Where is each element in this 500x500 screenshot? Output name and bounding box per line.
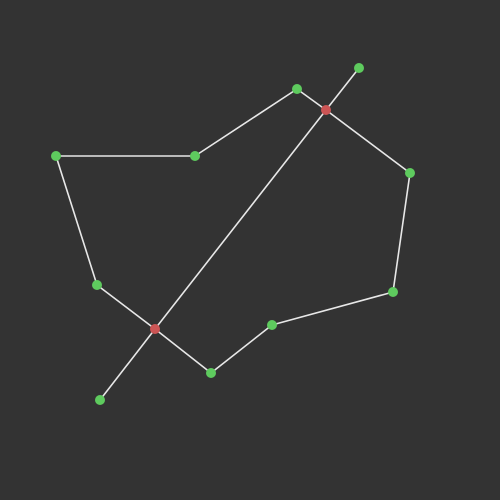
graph-node[interactable] bbox=[92, 280, 102, 290]
edge-line bbox=[271, 291, 394, 326]
edge-line bbox=[392, 172, 411, 293]
graph-node[interactable] bbox=[267, 320, 277, 330]
node-layer bbox=[51, 63, 415, 405]
graph-node[interactable] bbox=[354, 63, 364, 73]
graph-node[interactable] bbox=[51, 151, 61, 161]
edge-line bbox=[154, 328, 212, 374]
edge-line bbox=[55, 155, 98, 286]
graph-node[interactable] bbox=[206, 368, 216, 378]
graph-node[interactable] bbox=[292, 84, 302, 94]
edge-line bbox=[325, 109, 411, 174]
graph-node[interactable] bbox=[388, 287, 398, 297]
edge-line bbox=[325, 67, 360, 111]
edge-line bbox=[296, 88, 327, 111]
crossing-node[interactable] bbox=[321, 105, 331, 115]
graph-node[interactable] bbox=[190, 151, 200, 161]
edge-line bbox=[96, 284, 156, 330]
edge-line bbox=[194, 88, 298, 157]
edge-layer bbox=[55, 67, 411, 401]
graph-node[interactable] bbox=[95, 395, 105, 405]
crossing-node[interactable] bbox=[150, 324, 160, 334]
edge-line bbox=[154, 109, 327, 330]
edge-line bbox=[210, 324, 273, 374]
graph-node[interactable] bbox=[405, 168, 415, 178]
edge-line bbox=[99, 328, 156, 401]
